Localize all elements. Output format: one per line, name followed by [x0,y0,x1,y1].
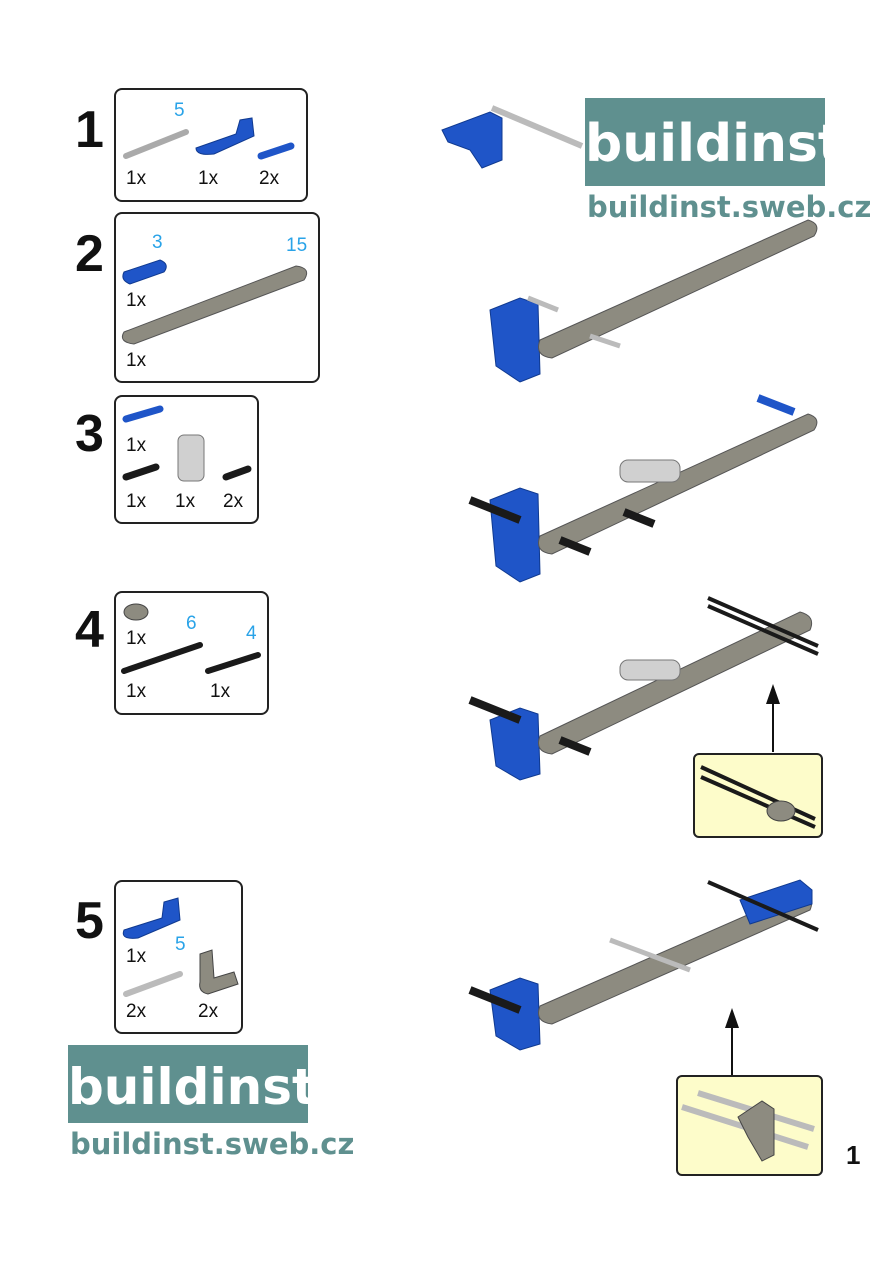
count-label: 2x [259,168,280,189]
model-step-3 [468,394,818,583]
step-number: 5 [75,892,104,950]
count-label: 1x [126,628,147,649]
logo-wordmark: buildinst [585,98,843,186]
count-label: 1x [126,435,147,456]
parts-list-step-1: 5 1x 1x 2x [114,88,308,202]
logo-wordmark: buildinst [68,1045,316,1123]
callout-illustration [681,1090,815,1162]
count-label: 2x [198,1001,219,1022]
parts-illustration [122,405,252,482]
page-number: 1 [846,1140,861,1170]
model-step-2 [489,219,818,383]
length-label: 3 [152,232,163,253]
parts-illustration [121,259,308,345]
logo-url: buildinst.sweb.cz [70,1127,355,1161]
count-label: 1x [126,290,147,311]
length-label: 5 [175,934,186,955]
length-label: 5 [174,100,185,121]
callout-arrow [725,1008,739,1075]
parts-illustration [123,117,295,160]
parts-list-step-3: 1x 1x 1x 2x [114,395,259,524]
parts-illustration [121,603,261,674]
length-label: 4 [246,623,257,644]
parts-illustration [122,897,239,997]
callout-box-step-5 [676,1075,823,1176]
callout-arrow [766,684,780,752]
buildinst-logo: buildinst buildinst.sweb.cz [585,98,871,224]
buildinst-logo: buildinst buildinst.sweb.cz [68,1045,354,1163]
length-label: 6 [186,613,197,634]
step-number: 3 [75,405,104,463]
count-label: 2x [126,1001,147,1022]
model-step-1 [441,105,584,169]
callout-illustration [700,765,816,829]
parts-list-step-2: 3 15 1x 1x [114,212,320,383]
count-label: 1x [126,946,147,967]
length-label: 15 [286,235,308,256]
model-step-4 [468,596,819,781]
callout-box-step-4 [693,753,823,838]
model-step-5 [468,879,819,1051]
parts-list-step-4: 1x 6 4 1x 1x [114,591,269,715]
logo-url: buildinst.sweb.cz [587,190,872,224]
count-label: 1x [126,168,147,189]
step-number: 2 [75,225,104,283]
step-number: 4 [75,601,104,659]
count-label: 1x [126,350,147,371]
count-label: 1x [198,168,219,189]
step-number: 1 [75,101,104,159]
count-label: 1x [175,491,196,512]
parts-list-step-5: 1x 5 2x 2x [114,880,243,1034]
count-label: 1x [210,681,231,702]
count-label: 2x [223,491,244,512]
count-label: 1x [126,491,147,512]
count-label: 1x [126,681,147,702]
